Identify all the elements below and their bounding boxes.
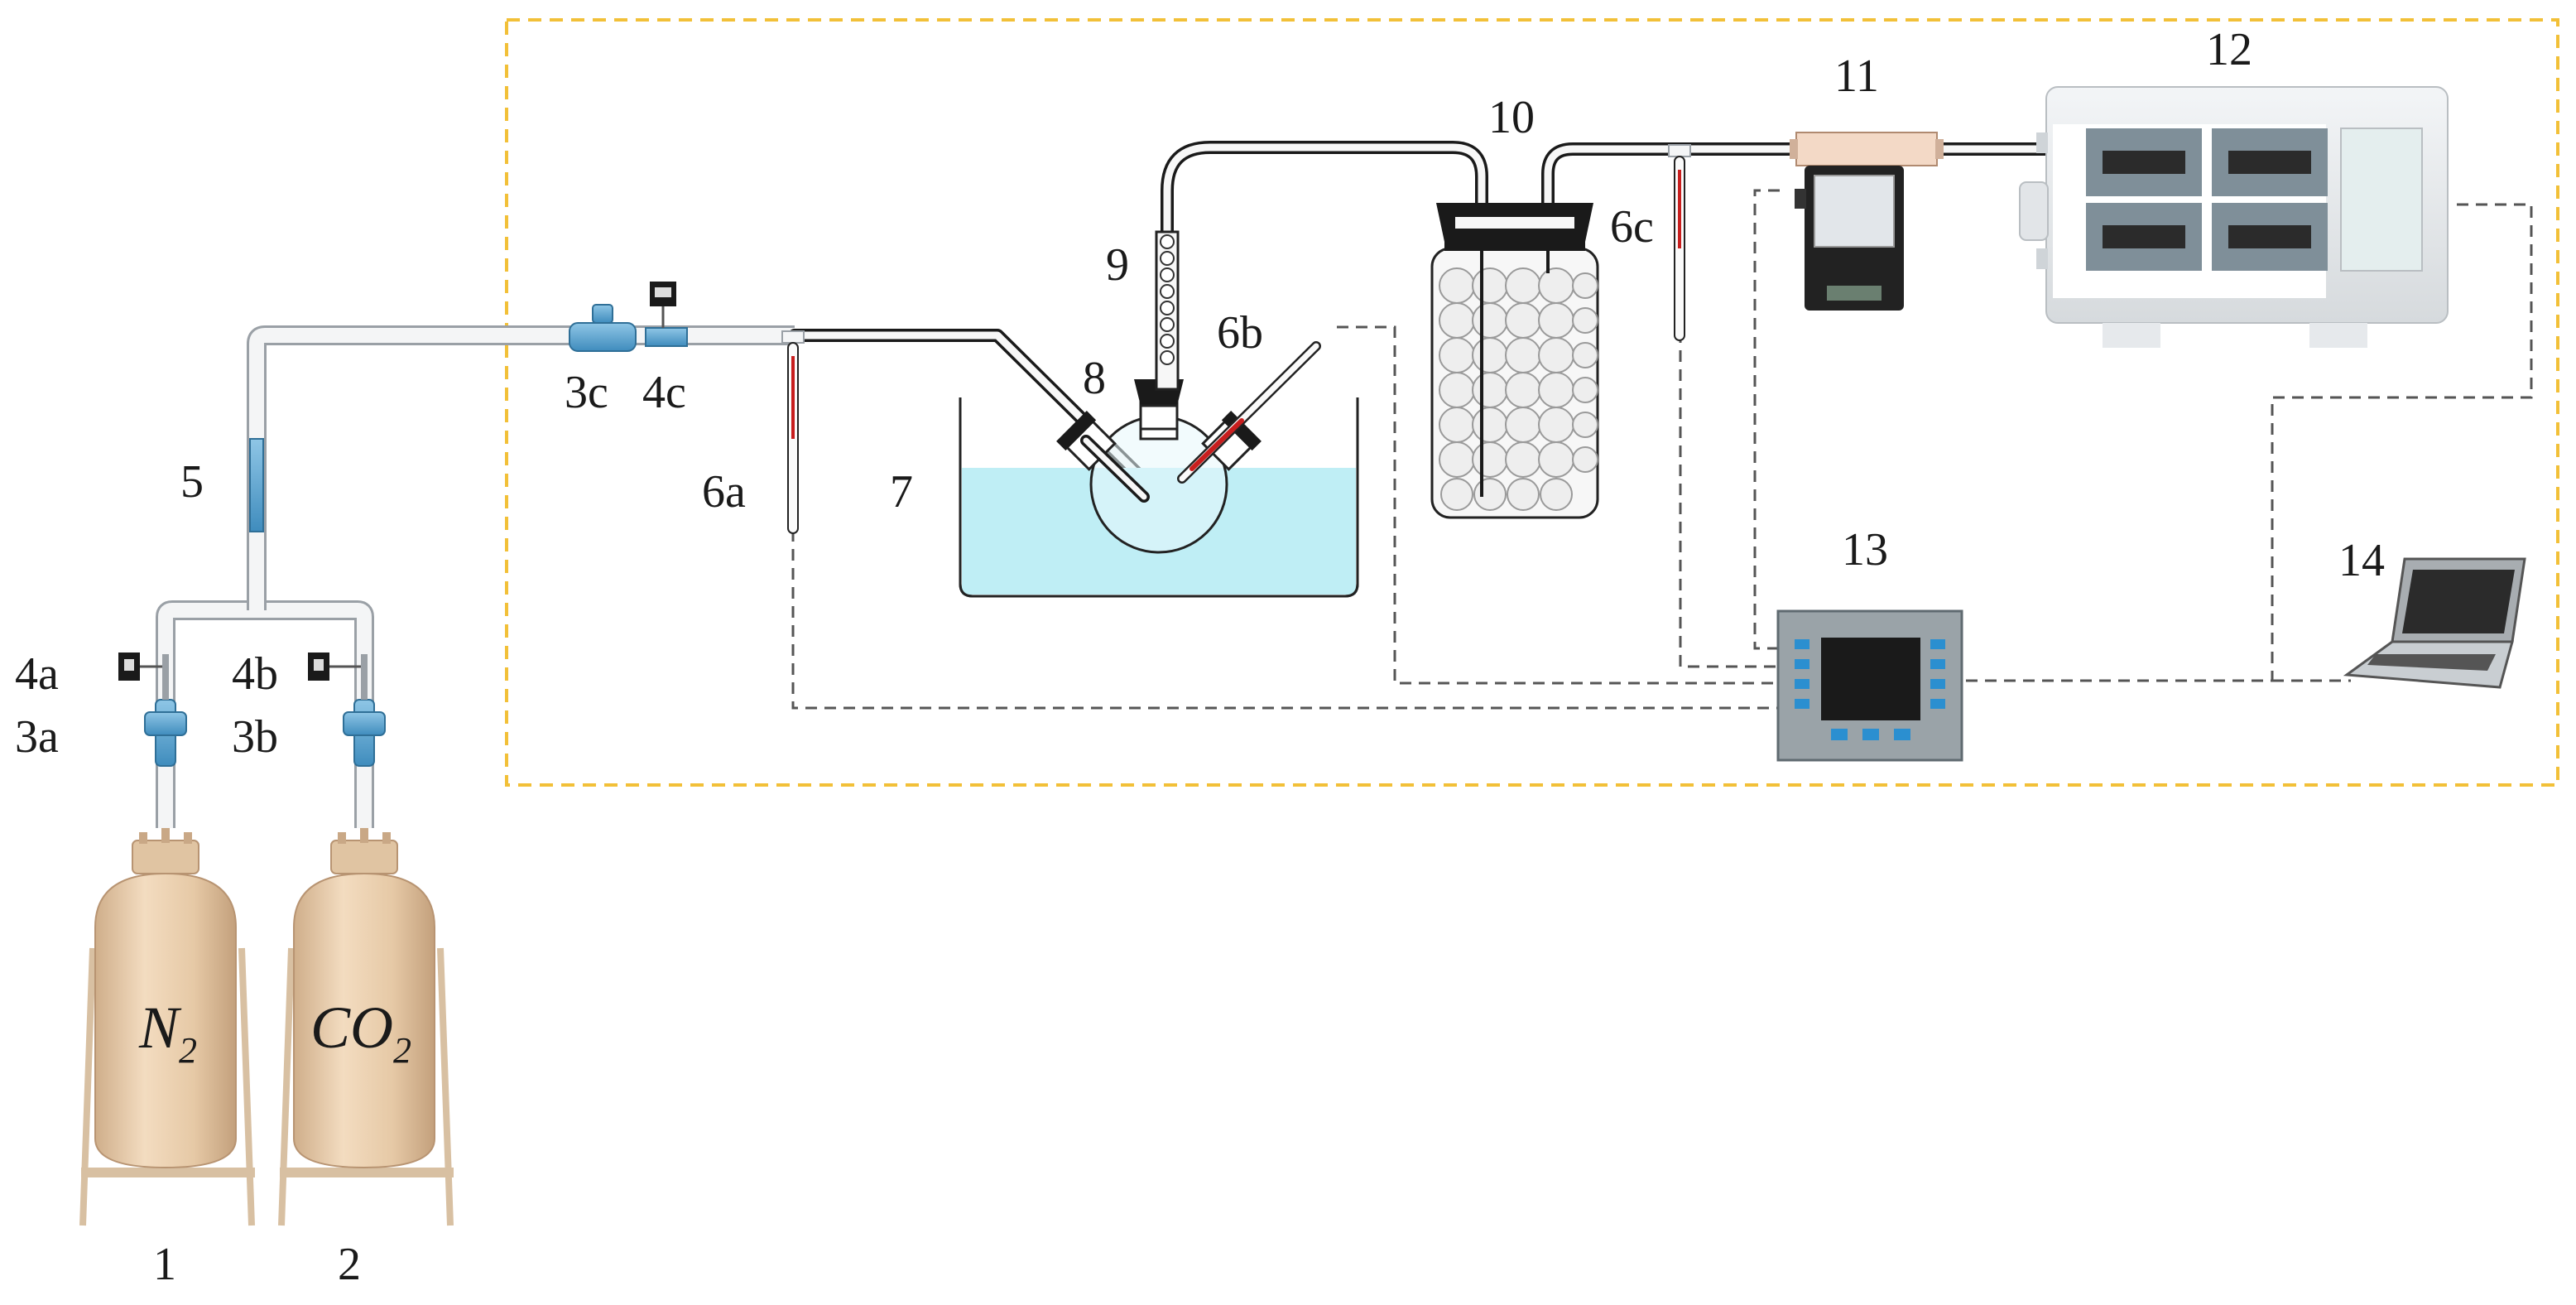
label-11: 11 xyxy=(1834,51,1879,102)
signal-wires xyxy=(791,189,2533,710)
flowmeter-5 xyxy=(249,438,264,532)
label-6a: 6a xyxy=(702,466,746,518)
label-6b: 6b xyxy=(1217,307,1263,359)
label-10: 10 xyxy=(1488,92,1535,143)
label-4b: 4b xyxy=(232,648,278,700)
n2-formula: N2 xyxy=(138,994,197,1071)
thermometer-6c xyxy=(1668,144,1691,341)
label-3c: 3c xyxy=(565,367,608,418)
valve-3c xyxy=(569,304,637,352)
n2-cylinder xyxy=(79,828,255,1226)
valve-3a xyxy=(144,654,187,767)
thermometer-6b xyxy=(1177,341,1321,484)
n2-formula-sub: 2 xyxy=(179,1030,197,1071)
gas-sensor-11 xyxy=(1790,132,1944,311)
label-13: 13 xyxy=(1842,524,1888,575)
label-3b: 3b xyxy=(232,711,278,763)
controller-13 xyxy=(1776,609,1963,762)
condenser-column xyxy=(1155,230,1180,391)
gas-supply-tubing xyxy=(156,325,795,828)
system-boundary xyxy=(505,18,2559,787)
label-2: 2 xyxy=(338,1239,361,1290)
n2-formula-main: N xyxy=(138,994,182,1061)
sensor-4b xyxy=(308,652,361,681)
analyzer-12 xyxy=(2019,86,2449,348)
sensor-4a xyxy=(118,652,162,681)
thermometer-6a xyxy=(781,330,805,534)
label-1: 1 xyxy=(153,1239,176,1290)
label-8: 8 xyxy=(1083,353,1106,404)
label-4c: 4c xyxy=(642,367,686,418)
laptop-14 xyxy=(2343,557,2526,689)
label-7: 7 xyxy=(890,466,913,518)
label-9: 9 xyxy=(1106,239,1129,291)
label-3a: 3a xyxy=(15,711,59,763)
co2-cylinder xyxy=(278,828,454,1226)
absorption-bottle xyxy=(1430,203,1599,519)
label-6c: 6c xyxy=(1610,201,1654,253)
co2-formula: CO2 xyxy=(310,994,411,1071)
label-5: 5 xyxy=(180,456,204,508)
label-12: 12 xyxy=(2206,24,2252,75)
sensor-4c xyxy=(645,282,688,347)
co2-formula-main: CO xyxy=(310,994,393,1061)
label-4a: 4a xyxy=(15,648,59,700)
valve-3b xyxy=(343,654,386,767)
label-14: 14 xyxy=(2338,535,2385,586)
co2-formula-sub: 2 xyxy=(393,1030,411,1071)
